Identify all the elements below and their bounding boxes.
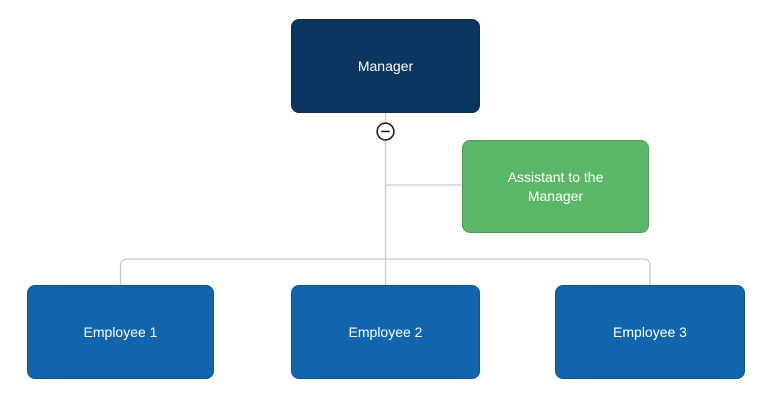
connector-employees-rail xyxy=(119,258,651,285)
collapse-button[interactable] xyxy=(376,122,395,141)
node-manager[interactable]: Manager xyxy=(291,19,480,113)
node-employee-2-label: Employee 2 xyxy=(348,323,423,340)
node-manager-label: Manager xyxy=(357,57,414,74)
node-employee-1-label: Employee 1 xyxy=(83,323,158,340)
node-employee-1[interactable]: Employee 1 xyxy=(27,285,214,379)
node-assistant-label: Assistant to the Manager xyxy=(507,168,604,204)
node-assistant[interactable]: Assistant to the Manager xyxy=(462,140,649,233)
node-employee-3[interactable]: Employee 3 xyxy=(555,285,745,379)
node-employee-2[interactable]: Employee 2 xyxy=(291,285,480,379)
node-employee-3-label: Employee 3 xyxy=(613,323,687,340)
